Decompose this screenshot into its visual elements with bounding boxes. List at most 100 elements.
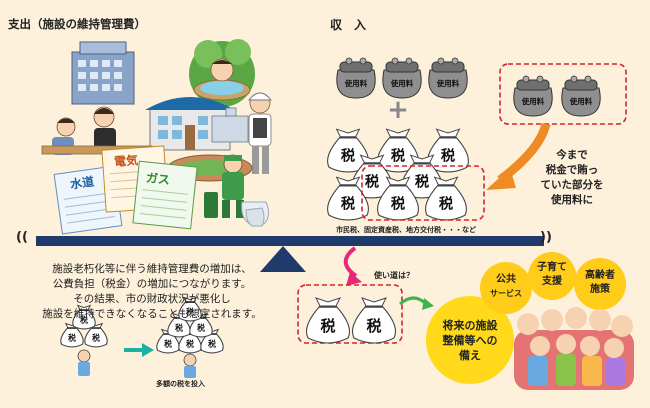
callout-line: 税金で賄っ: [545, 164, 599, 176]
tax-bag-icon: 税: [72, 304, 96, 330]
income-note: 市民税、固定資産税、地方交付税・・・など: [336, 226, 476, 234]
tax-bag-label: 税: [175, 323, 183, 333]
callout-text: 今まで 税金で賄っ ていた部分を 使用料に: [522, 148, 622, 208]
tax-bag-icon: 税: [351, 297, 397, 344]
tax-burden-pile-large: 税税税税税税: [156, 296, 224, 378]
callout-line: 使用料に: [551, 194, 593, 206]
hot-spring-icon: [189, 39, 255, 107]
pink-arrow: [343, 246, 358, 278]
office-building-icon: [71, 41, 135, 105]
tax-bag-icon: 税: [377, 128, 419, 173]
tax-burden-pile-small: 税税税: [60, 304, 108, 376]
moved-tax-highlight: [361, 165, 485, 221]
callout-line: 今まで: [556, 149, 588, 161]
bubble-line: 子育て: [537, 262, 567, 273]
fee-bag-label: 使用料: [390, 78, 414, 88]
callout-fee-bags: 使用料 使用料: [513, 75, 601, 117]
tax-bag-icon: 税: [305, 297, 351, 344]
tax-bag-label: 税: [366, 317, 381, 335]
water-bill-label: 水道: [69, 174, 95, 192]
fee-bags-group: 使用料 使用料 使用料: [336, 57, 468, 99]
balance-beam: [36, 236, 544, 246]
tax-bag-label: 税: [186, 339, 194, 349]
tax-bag-icon: 税: [401, 154, 443, 199]
tax-bag-icon: 税: [427, 128, 469, 173]
fee-bag-label: 使用料: [521, 96, 545, 106]
citizens-crowd-icon: [514, 307, 634, 390]
fee-bag-label: 使用料: [569, 96, 593, 106]
bubble-elderly-text: 高齢者 施策: [576, 269, 624, 297]
bubble-line: 公共: [496, 274, 516, 285]
fee-bag-icon: 使用料: [561, 75, 601, 117]
tax-bag-icon: 税: [200, 328, 224, 354]
tax-bag-label: 税: [197, 323, 205, 333]
tax-bag-label: 税: [391, 195, 406, 213]
future-tax-bags: 税税: [305, 297, 397, 344]
tax-burden-caption: 多額の税を投入: [156, 380, 205, 388]
tax-bag-label: 税: [80, 315, 88, 325]
bubble-line: 施策: [590, 284, 610, 295]
income-title: 収 入: [330, 18, 367, 32]
explanation-line: 施設を維持できなくなることも想定されます。: [42, 308, 262, 320]
tax-bag-label: 税: [415, 173, 430, 191]
pink-arrowhead: [346, 272, 362, 286]
public-facility-icon: [211, 107, 249, 143]
tax-bag-label: 税: [365, 173, 380, 191]
explanation-line: 公費負担（税金）の増加につながります。: [52, 278, 252, 290]
plus-sign: +: [387, 95, 409, 125]
trash-bag-icon: [241, 201, 270, 227]
bubble-public-service: [480, 262, 532, 314]
construction-worker-icon: [247, 92, 273, 174]
tax-bag-icon: 税: [327, 176, 369, 221]
gas-bill-icon: [132, 160, 198, 230]
bubble-elderly: [574, 258, 626, 310]
balance-fulcrum: [260, 246, 306, 272]
fee-bag-icon: 使用料: [382, 57, 422, 99]
electric-bill-label: 電気: [113, 153, 139, 169]
tax-bags-group: 税税税税税税税税: [327, 128, 469, 221]
green-arrowhead: [422, 298, 434, 310]
expense-title: 支出（施設の維持管理費）: [8, 17, 146, 31]
future-line: 備え: [459, 349, 481, 362]
bubble-childcare-text: 子育て 支援: [528, 261, 576, 289]
future-tax-box: [297, 284, 403, 344]
fee-highlight-box: [499, 63, 627, 125]
tax-bag-icon: 税: [377, 176, 419, 221]
future-text: 将来の施設 整備等への 備え: [430, 318, 510, 363]
fee-bag-icon: 使用料: [513, 75, 553, 117]
scale-right-bracket: )): [540, 230, 552, 245]
tax-bag-label: 税: [164, 339, 172, 349]
tax-bag-label: 税: [391, 147, 406, 165]
office-workers-icon: [41, 106, 153, 155]
tax-bag-label: 税: [441, 147, 456, 165]
tax-bag-label: 税: [186, 307, 194, 317]
fee-bag-label: 使用料: [344, 78, 368, 88]
school-building-icon: [145, 97, 235, 151]
explanation-line: その結果、市の財政状況が悪化し: [73, 293, 231, 305]
teal-arrowhead: [142, 343, 154, 357]
tax-bag-icon: 税: [327, 128, 369, 173]
fee-bag-icon: 使用料: [336, 57, 376, 99]
janitor-worker-icon: [204, 154, 244, 218]
tax-bag-icon: 税: [60, 322, 84, 348]
bubble-public-text: 公共 サービス: [482, 273, 530, 301]
explanation-line: 施設老朽化等に伴う維持管理費の増加は、: [52, 263, 252, 275]
green-arrow: [399, 296, 428, 306]
fee-bag-label: 使用料: [436, 78, 460, 88]
fee-bag-icon: 使用料: [428, 57, 468, 99]
callout-line: ていた部分を: [540, 179, 604, 191]
bubble-line: サービス: [490, 289, 522, 298]
bubble-line: 高齢者: [585, 270, 615, 281]
tax-bag-icon: 税: [178, 296, 202, 322]
usage-question: 使い道は？: [374, 271, 414, 280]
tax-bag-icon: 税: [425, 176, 467, 221]
tax-bag-label: 税: [208, 339, 216, 349]
tax-bag-label: 税: [439, 195, 454, 213]
tax-bag-label: 税: [68, 333, 76, 343]
scale-left-bracket: ((: [16, 230, 28, 245]
gas-bill-label: ガス: [145, 170, 171, 188]
tax-bag-label: 税: [341, 147, 356, 165]
tax-bag-label: 税: [320, 317, 335, 335]
